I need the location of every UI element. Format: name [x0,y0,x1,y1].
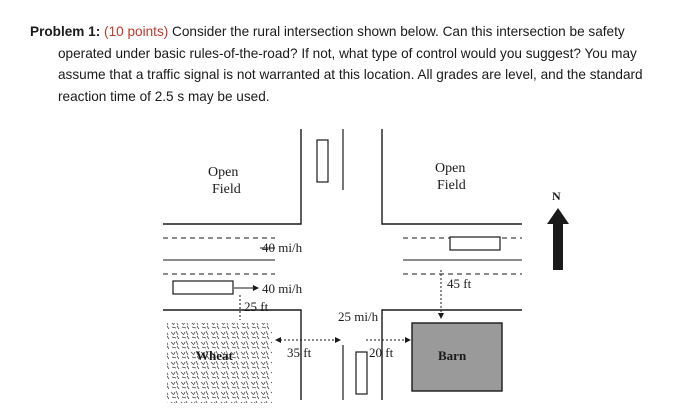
field-nw-line2: Field [212,182,241,197]
wheat-label: Wheat [196,348,234,363]
barn [411,322,503,392]
field-nw-line1: Open [208,165,238,180]
vehicle-northbound [355,351,368,395]
dim-35-label: 35 ft [287,345,312,360]
problem-text: Consider the rural intersection shown be… [58,24,643,104]
barn-label: Barn [438,348,467,363]
dim-20-label: 20 ft [369,345,394,360]
problem-label: Problem 1: [30,24,101,39]
lane-lines [163,237,522,275]
speed-eastbound-label: 40 mi/h [262,281,303,296]
problem-points: (10 points) [104,24,169,39]
speed-northbound-label: 25 mi/h [338,309,379,324]
vehicle-eastbound [172,280,234,295]
speed-westbound-label: 40 mi/h [262,240,303,255]
problem-statement: Problem 1: (10 points) Consider the rura… [30,21,680,107]
vehicle-southbound [316,139,329,183]
dim-45-label: 45 ft [447,276,472,291]
north-arrow-icon [547,208,569,270]
north-label: N [552,189,561,203]
field-ne-line1: Open [435,161,465,176]
wheat-field [167,323,272,403]
dim-25-label: 25 ft [244,299,269,314]
dimension-lines [239,270,444,343]
field-ne-line2: Field [437,178,466,193]
vehicle-westbound [449,236,501,251]
road-edges [163,129,522,400]
